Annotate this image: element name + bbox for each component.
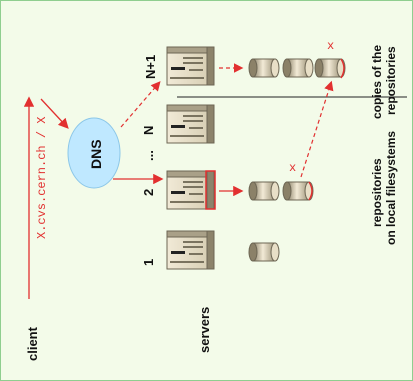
repo-2b-icon (282, 181, 314, 201)
server-label-n: N (141, 126, 156, 135)
repo-x-mark: x (289, 161, 296, 175)
repo-2b-highlight (308, 181, 313, 201)
copy-repo-3-highlight (340, 58, 345, 79)
copy-repo-2-icon (282, 58, 314, 78)
server-label-2: 2 (141, 189, 156, 196)
server-n-icon (166, 104, 215, 144)
server-label-ellipsis: ... (141, 150, 156, 161)
server-1-icon (166, 230, 215, 270)
server-n1-icon (166, 46, 215, 86)
copy-repo-3-icon (314, 58, 346, 78)
repo-2a-icon (248, 181, 280, 201)
server-2-highlight (205, 170, 216, 210)
servers-label: servers (197, 307, 212, 353)
copies-label-line1: copies of the (370, 45, 384, 119)
address-to-dns-arrow (40, 98, 69, 129)
dns-to-server-n1-arrow (120, 81, 161, 128)
repos-label-line1: repositories (370, 158, 384, 227)
server-2-icon (166, 170, 215, 210)
dns-label: DNS (88, 139, 104, 169)
repo-1-icon (248, 242, 280, 262)
copies-label-line2: repositories (384, 46, 398, 115)
copy-repo-1-icon (248, 58, 280, 78)
client-label: client (25, 326, 40, 361)
address-label: X.cvs.cern.ch / X (35, 117, 49, 239)
replication-arrow (300, 80, 334, 178)
server-label-n1: N+1 (143, 55, 158, 79)
copy-x-mark: x (327, 39, 334, 53)
server-label-1: 1 (141, 259, 156, 266)
repos-label-line2: on local filesystems (384, 131, 398, 245)
dns-node (67, 117, 121, 189)
